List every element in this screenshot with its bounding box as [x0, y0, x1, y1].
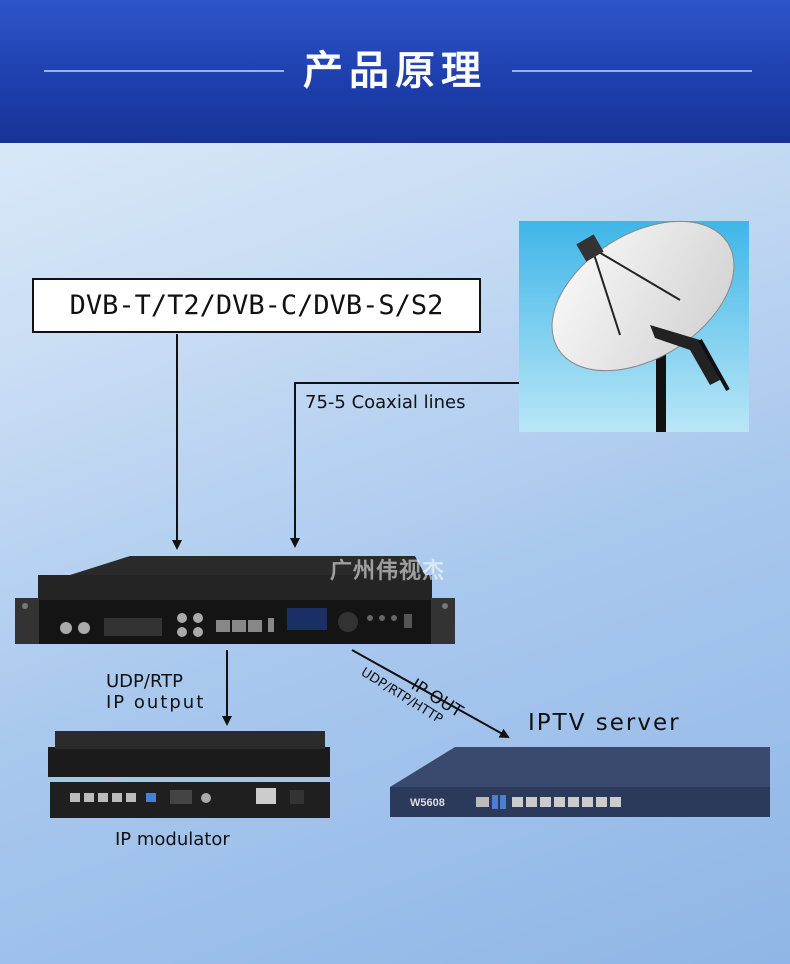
satellite-dish-image [519, 220, 749, 432]
udp-label-line1: UDP/RTP [106, 671, 184, 692]
signal-source-box: DVB-T/T2/DVB-C/DVB-S/S2 [32, 278, 481, 333]
iptv-server-label: IPTV server [528, 710, 681, 736]
header-banner: 产品原理 [0, 0, 790, 143]
coax-arrow [290, 382, 519, 548]
header-rule-left [44, 70, 284, 72]
watermark: 广州伟视杰 [330, 559, 446, 584]
header-rule-right [512, 70, 752, 72]
modulator-device-image [48, 731, 330, 818]
iptv-server-image: W5608 [390, 747, 770, 817]
page-title: 产品原理 [303, 48, 487, 94]
receiver-device-image [15, 556, 455, 644]
udp-label-line2: IP output [106, 692, 206, 713]
ip-modulator-label: IP modulator [115, 829, 230, 850]
coax-label: 75-5 Coaxial lines [305, 392, 466, 413]
server-badge: W5608 [410, 797, 445, 809]
ipout-arrow [351, 649, 510, 738]
